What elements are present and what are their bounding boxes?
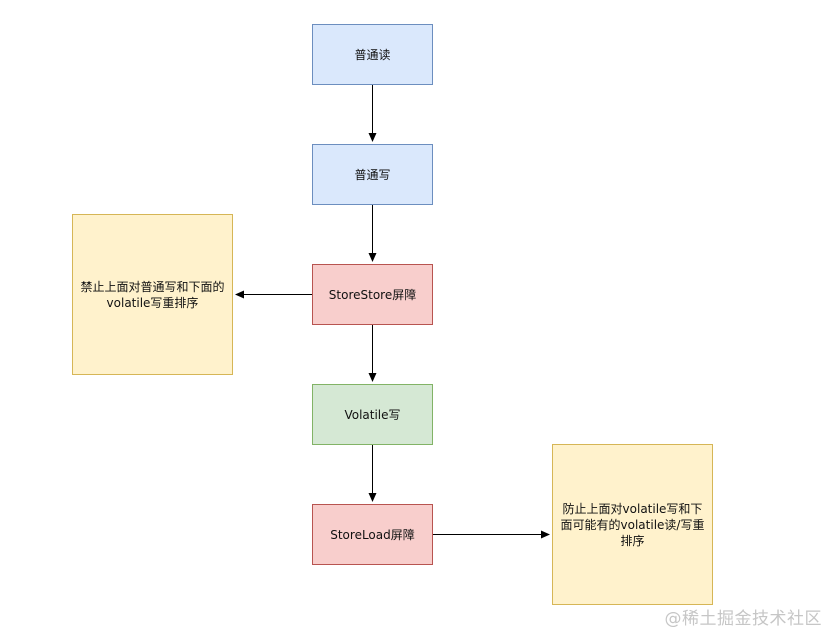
note-storeload-text: 防止上面对volatile写和下面可能有的volatile读/写重排序 bbox=[560, 501, 705, 548]
node-volatile-write-label: Volatile写 bbox=[344, 407, 401, 422]
note-storestore: 禁止上面对普通写和下面的volatile写重排序 bbox=[72, 214, 233, 375]
node-normal-write: 普通写 bbox=[312, 144, 433, 205]
node-volatile-write: Volatile写 bbox=[312, 384, 433, 445]
note-storestore-text: 禁止上面对普通写和下面的volatile写重排序 bbox=[80, 279, 225, 310]
node-normal-read: 普通读 bbox=[312, 24, 433, 85]
note-storeload: 防止上面对volatile写和下面可能有的volatile读/写重排序 bbox=[552, 444, 713, 605]
node-storeload-barrier: StoreLoad屏障 bbox=[312, 504, 433, 565]
node-storestore-barrier: StoreStore屏障 bbox=[312, 264, 433, 325]
watermark: @稀土掘金技术社区 bbox=[664, 609, 822, 629]
node-storestore-barrier-label: StoreStore屏障 bbox=[328, 287, 417, 302]
node-normal-write-label: 普通写 bbox=[354, 167, 391, 182]
node-normal-read-label: 普通读 bbox=[354, 47, 391, 62]
node-storeload-barrier-label: StoreLoad屏障 bbox=[330, 527, 415, 542]
